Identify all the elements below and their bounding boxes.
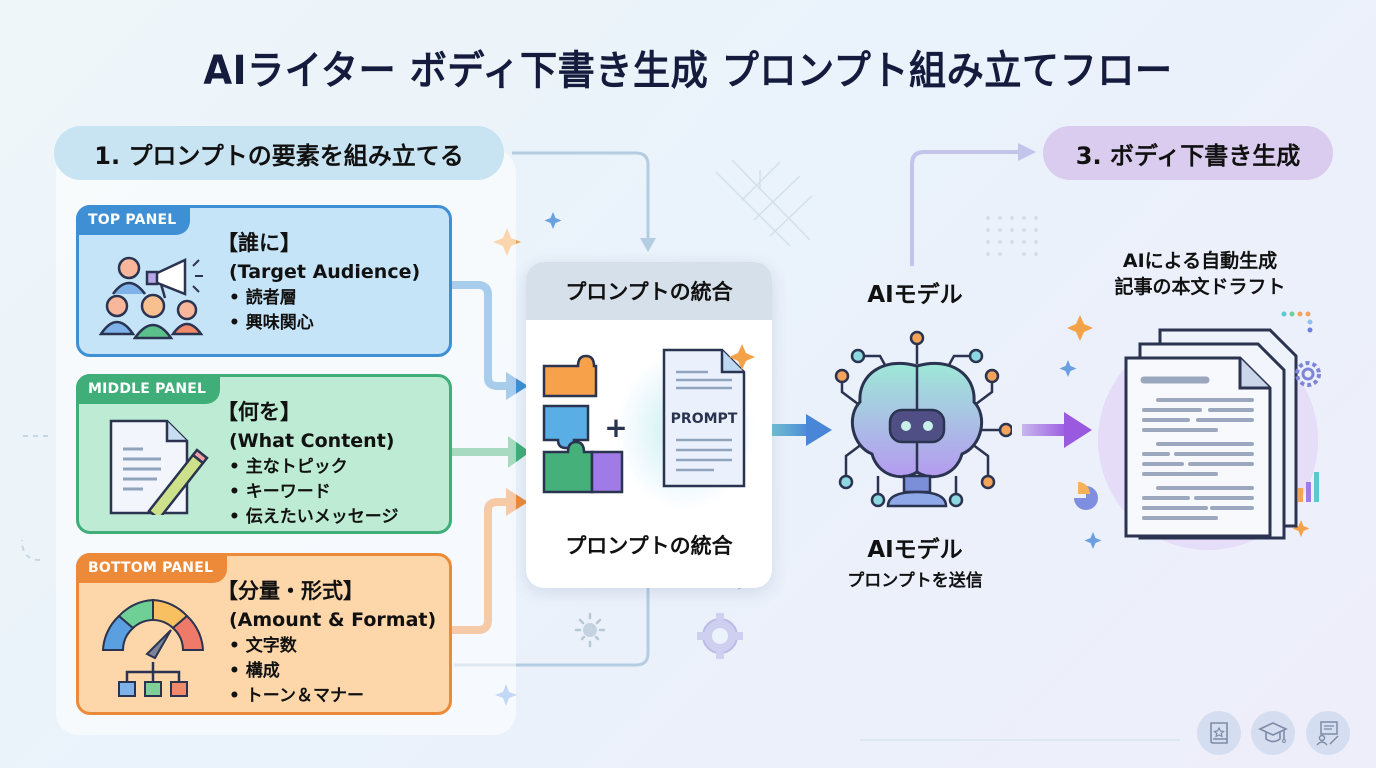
prompt-document-icon: PROMPT [662, 348, 746, 488]
panel-en-title: (Amount & Format) [229, 609, 437, 631]
panel-bullet: 構成 [229, 659, 436, 684]
panel-en-title: (What Content) [229, 430, 395, 452]
ai-brain-icon [834, 330, 1012, 508]
panel-ja-title: 【誰に】 [217, 231, 301, 255]
panel-tag: BOTTOM PANEL [76, 553, 228, 583]
gear-decoration [697, 613, 743, 659]
graduation-cap-button[interactable] [1251, 711, 1295, 755]
panel-bullet: 伝えたいメッセージ [229, 505, 399, 530]
bottom-panel: BOTTOM PANEL 【分量・形式】 (Amount & Format) 文… [76, 553, 452, 715]
book-star-button[interactable] [1197, 711, 1241, 755]
puzzle-prompt-illustration: + PROMPT [542, 344, 756, 510]
panel-tag: TOP PANEL [76, 205, 191, 235]
connector-ai-to-step3 [910, 150, 1020, 266]
panel-bullet: 主なトピック [229, 455, 398, 480]
dot-grid-decoration [986, 216, 1038, 256]
book-star-icon [1210, 722, 1228, 744]
panel-bullet: キーワード [229, 480, 398, 505]
arrow-head-down [640, 238, 656, 252]
small-gear-icon [1295, 361, 1321, 387]
pie-chart-icon [1074, 482, 1098, 510]
bar-chart-icon [1298, 472, 1319, 502]
page-title: AIライター ボディ下書き生成 プロンプト組み立てフロー [203, 48, 1173, 94]
panel-ja-title: 【分量・形式】 [217, 579, 364, 603]
gauge-hierarchy-icon [101, 598, 205, 697]
ai-model-label-bottom: AIモデル [867, 537, 963, 563]
draft-label: AIによる自動生成 記事の本文ドラフト [1070, 248, 1330, 300]
lightbulb-decoration [574, 612, 606, 648]
panel-bullet: 興味関心 [229, 311, 420, 336]
plus-sign: + [604, 411, 627, 444]
ai-model-label: AIモデル [867, 282, 963, 308]
merge-card-header: プロンプトの統合 [526, 262, 772, 320]
step1-pill: 1. プロンプトの要素を組み立てる [54, 126, 504, 180]
panel-bullet: 文字数 [229, 634, 436, 659]
connector-step1-to-merge [512, 151, 650, 240]
prompt-doc-label: PROMPT [671, 411, 738, 427]
graduation-cap-icon [1258, 722, 1288, 743]
prompt-merge-card: プロンプトの統合 + PROMPT プロンプトの統合 [526, 262, 772, 588]
top-panel: TOP PANEL 【誰に】 (Target Audience) 読者層 興味関… [76, 205, 452, 357]
puzzle-pieces-icon [542, 354, 624, 494]
writing-user-icon [1316, 721, 1339, 746]
panel-tag: MIDDLE PANEL [76, 374, 221, 404]
draft-label-line2: 記事の本文ドラフト [1114, 276, 1286, 298]
document-pencil-icon [109, 419, 209, 515]
writing-user-button[interactable] [1306, 711, 1350, 755]
geometric-decoration [715, 159, 813, 247]
panel-bullet: トーン＆マナー [229, 684, 436, 709]
step3-pill: 3. ボディ下書き生成 [1043, 126, 1333, 180]
audience-megaphone-icon [98, 256, 204, 340]
ai-model-subtitle: プロンプトを送信 [847, 571, 983, 591]
draft-label-line1: AIによる自動生成 [1122, 250, 1278, 272]
panel-bullet: 読者層 [229, 286, 420, 311]
arrow-ai-to-draft [1022, 424, 1068, 436]
middle-panel: MIDDLE PANEL 【何を】 (What Content) 主なトピック … [76, 374, 452, 534]
panel-en-title: (Target Audience) [229, 261, 421, 283]
draft-documents-illustration [1074, 311, 1321, 550]
panel-ja-title: 【何を】 [217, 400, 301, 424]
merge-card-footer: プロンプトの統合 [565, 534, 733, 558]
